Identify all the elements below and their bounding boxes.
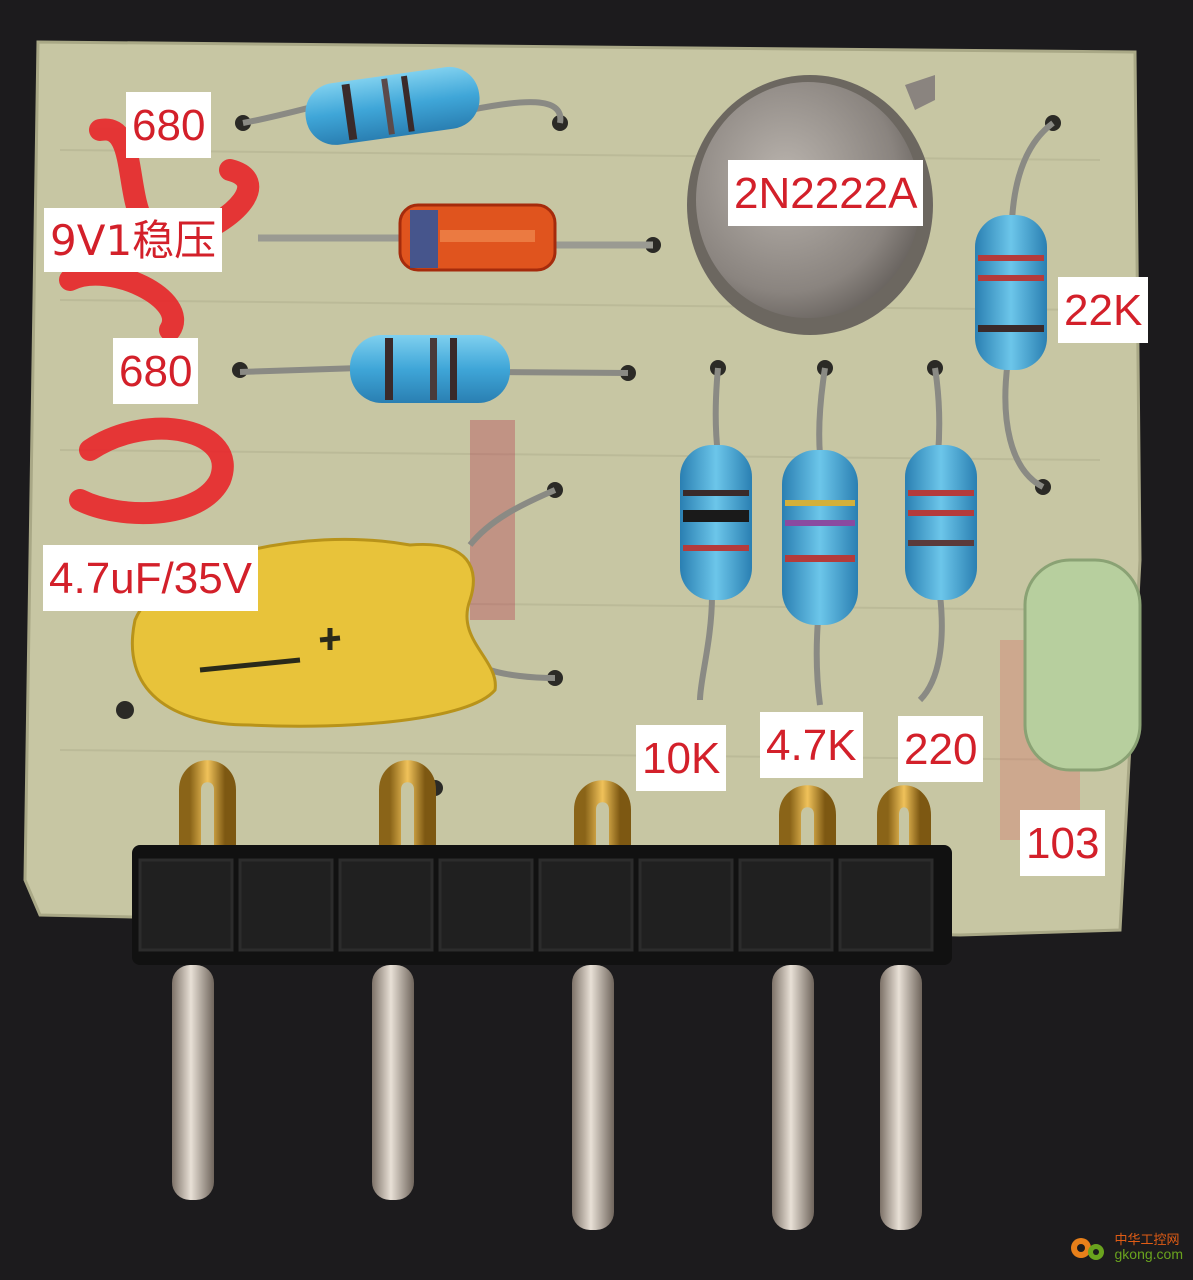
resistor-680-top: [242, 66, 564, 145]
label-680-top: 680: [126, 92, 212, 158]
resistor-4-7k: [782, 367, 858, 706]
label-10k: 10K: [636, 725, 727, 791]
resistor-10k: [680, 367, 752, 701]
label-2n2222a: 2N2222A: [728, 160, 924, 226]
zener-diode: [258, 203, 653, 272]
label-680-bottom: 680: [113, 338, 199, 404]
label-4-7k: 4.7K: [760, 712, 863, 778]
label-zener-9v1: 9V1稳压: [44, 208, 223, 272]
watermark-cn-text: 中华工控网: [1114, 1232, 1180, 1248]
watermark-url: gkong.com: [1114, 1246, 1183, 1263]
ceramic-capacitor-103: [1023, 558, 1142, 772]
pcb-holes: [116, 115, 1061, 796]
header-pins-lower: [172, 965, 922, 1230]
resistor-220: [905, 367, 977, 703]
label-capacitor-4-7uf: 4.7uF/35V: [43, 545, 259, 611]
label-22k: 22K: [1058, 277, 1149, 343]
watermark: 中华工控网 gkong.com: [1065, 1226, 1183, 1270]
resistor-22k: [975, 120, 1055, 490]
resistor-680-bottom: [239, 335, 629, 403]
pin-header-strip: [132, 845, 952, 965]
label-220: 220: [898, 716, 984, 782]
header-pin-tops: [179, 760, 931, 860]
label-103: 103: [1020, 810, 1106, 876]
gear-logo-icon: [1070, 1238, 1104, 1260]
